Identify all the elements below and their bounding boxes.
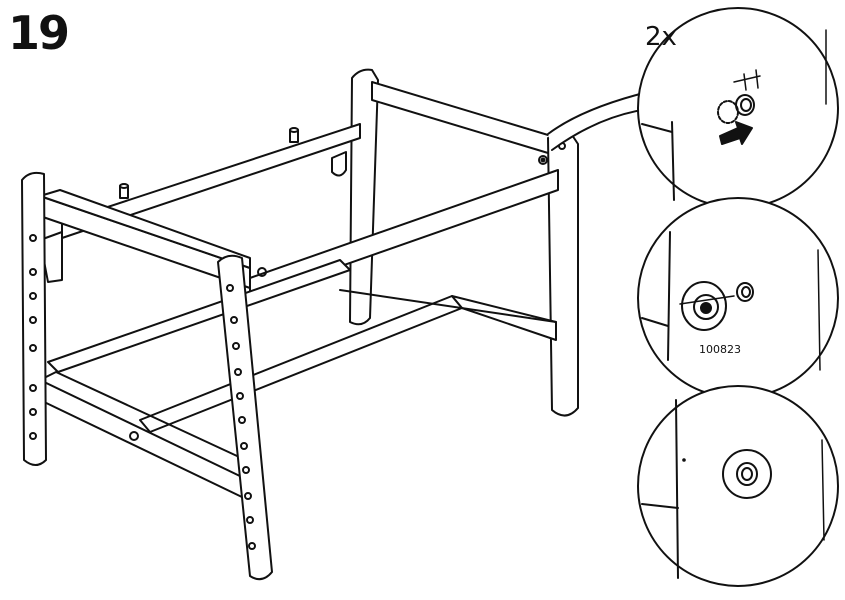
top-dowels (119, 127, 299, 199)
desk-frame-illustration (21, 68, 579, 581)
front-top-rail (39, 189, 251, 269)
push-arrow-icon (719, 121, 753, 145)
cam-lock-installed-detail (637, 385, 839, 587)
callout-leader (547, 93, 643, 151)
back-right-leg (349, 68, 379, 326)
cam-lock-detail (637, 197, 839, 399)
main-leg-holes (226, 284, 256, 550)
quantity-label: 2x (645, 22, 677, 52)
left-leg-holes (29, 234, 37, 440)
rear-floor-rail (339, 289, 557, 323)
right-top-rail (371, 81, 559, 157)
step-number: 19 (8, 6, 70, 60)
front-right-post (547, 131, 579, 417)
front-left-leg (21, 171, 47, 466)
part-number: 100823 (699, 343, 741, 356)
inner-block (331, 151, 347, 177)
bottom-stretcher-end (451, 295, 557, 341)
